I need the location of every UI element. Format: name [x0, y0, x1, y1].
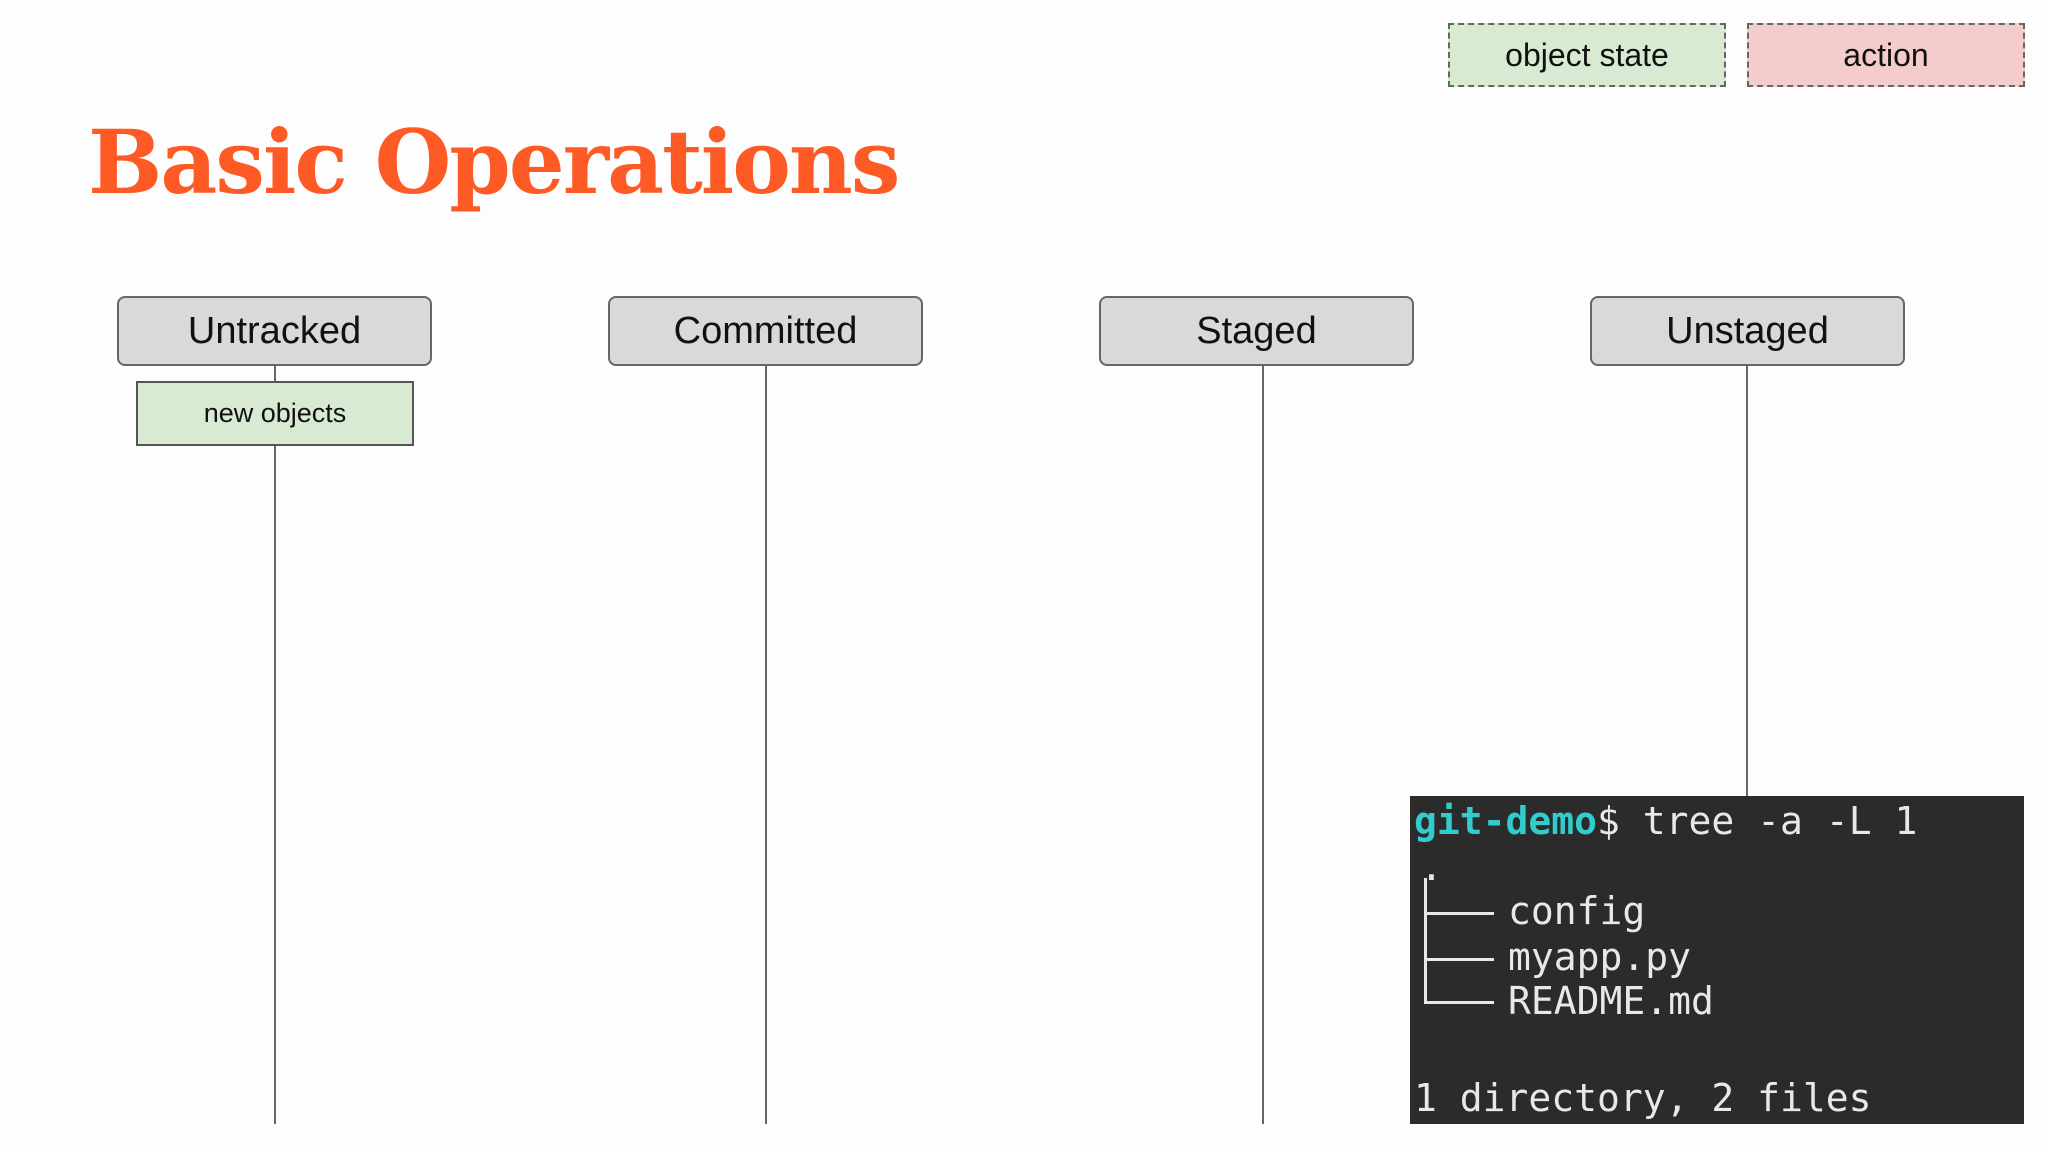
terminal-command-line: git-demo$ tree -a -L 1	[1414, 802, 1917, 840]
tree-branch	[1424, 958, 1494, 961]
tree-root: .	[1420, 845, 1443, 889]
lane-header-unstaged: Unstaged	[1590, 296, 1905, 366]
tree-branch	[1424, 912, 1494, 915]
tree-connector	[1424, 878, 1427, 1002]
lane-line-staged	[1262, 364, 1264, 1124]
page-title: Basic Operations	[88, 110, 900, 214]
lane-line-unstaged	[1746, 364, 1748, 798]
terminal-prompt: git-demo	[1414, 799, 1598, 843]
lane-line-committed	[765, 364, 767, 1124]
tree-entry-config: config	[1508, 889, 1646, 933]
legend-object-state: object state	[1448, 23, 1726, 87]
tree-entry-readme: README.md	[1508, 979, 1714, 1023]
lane-header-staged: Staged	[1099, 296, 1414, 366]
legend-action: action	[1747, 23, 2025, 87]
lane-header-committed: Committed	[608, 296, 923, 366]
lane-line-untracked	[274, 364, 276, 1124]
lane-header-untracked: Untracked	[117, 296, 432, 366]
tree-entry-myapp: myapp.py	[1508, 935, 1692, 979]
terminal-command: $ tree -a -L 1	[1597, 799, 1918, 843]
tree-branch	[1424, 1001, 1494, 1004]
terminal-output: git-demo$ tree -a -L 1 . config myapp.py…	[1410, 796, 2024, 1124]
terminal-summary: 1 directory, 2 files	[1414, 1076, 1872, 1120]
state-new-objects: new objects	[136, 381, 414, 446]
